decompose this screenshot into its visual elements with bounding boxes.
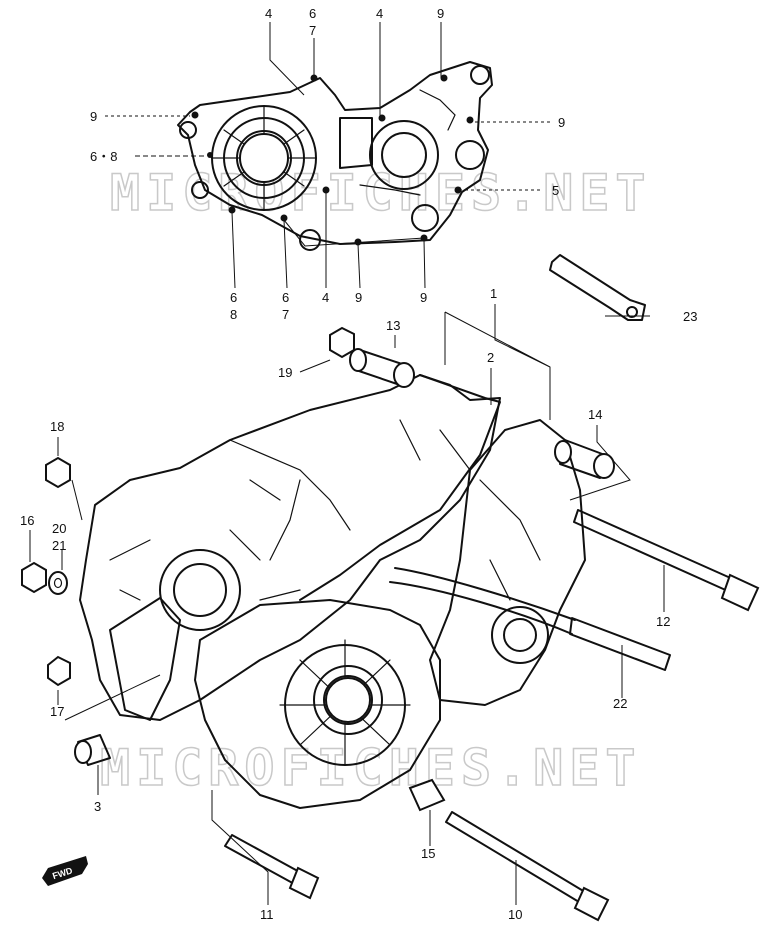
callout-9: 9	[437, 6, 444, 21]
callout-1: 1	[490, 286, 497, 301]
callout-9: 9	[355, 290, 362, 305]
crankcase-halves-drawing	[21, 254, 760, 922]
callout-6: 6	[282, 290, 289, 305]
watermark-top: MICROFICHES.NET	[110, 164, 652, 222]
callout-11: 11	[260, 907, 274, 922]
callout-4: 4	[376, 6, 383, 21]
crankcase-cover-drawing	[177, 61, 493, 251]
callout-19: 19	[278, 365, 292, 380]
callout-9: 9	[420, 290, 427, 305]
callout-6: 6	[309, 6, 316, 21]
callout-4: 4	[322, 290, 329, 305]
callout-9: 9	[558, 115, 565, 130]
callout-7: 7	[282, 307, 289, 322]
callout-17: 17	[50, 704, 64, 719]
callout-6: 6	[230, 290, 237, 305]
callout-7: 7	[309, 23, 316, 38]
watermark-bottom: MICROFICHES.NET	[100, 739, 642, 797]
callout-labels: 4 6 7 4 9 9 9 6・8 5 6 8 6 7 4 9 9 1 23 1…	[20, 6, 697, 922]
callout-21: 21	[52, 538, 66, 553]
callout-6-8: 6・8	[90, 149, 117, 164]
callout-10: 10	[508, 907, 522, 922]
callout-3: 3	[94, 799, 101, 814]
callout-23: 23	[683, 309, 697, 324]
leader-lines	[29, 22, 665, 905]
callout-16: 16	[20, 513, 34, 528]
callout-18: 18	[50, 419, 64, 434]
callout-4: 4	[265, 6, 272, 21]
callout-9: 9	[90, 109, 97, 124]
forward-arrow-icon: FWD	[42, 856, 88, 886]
callout-15: 15	[421, 846, 435, 861]
callout-5: 5	[552, 183, 559, 198]
callout-8: 8	[230, 307, 237, 322]
callout-22: 22	[613, 696, 627, 711]
callout-14: 14	[588, 407, 602, 422]
callout-20: 20	[52, 521, 66, 536]
callout-2: 2	[487, 350, 494, 365]
callout-12: 12	[656, 614, 670, 629]
callout-13: 13	[386, 318, 400, 333]
